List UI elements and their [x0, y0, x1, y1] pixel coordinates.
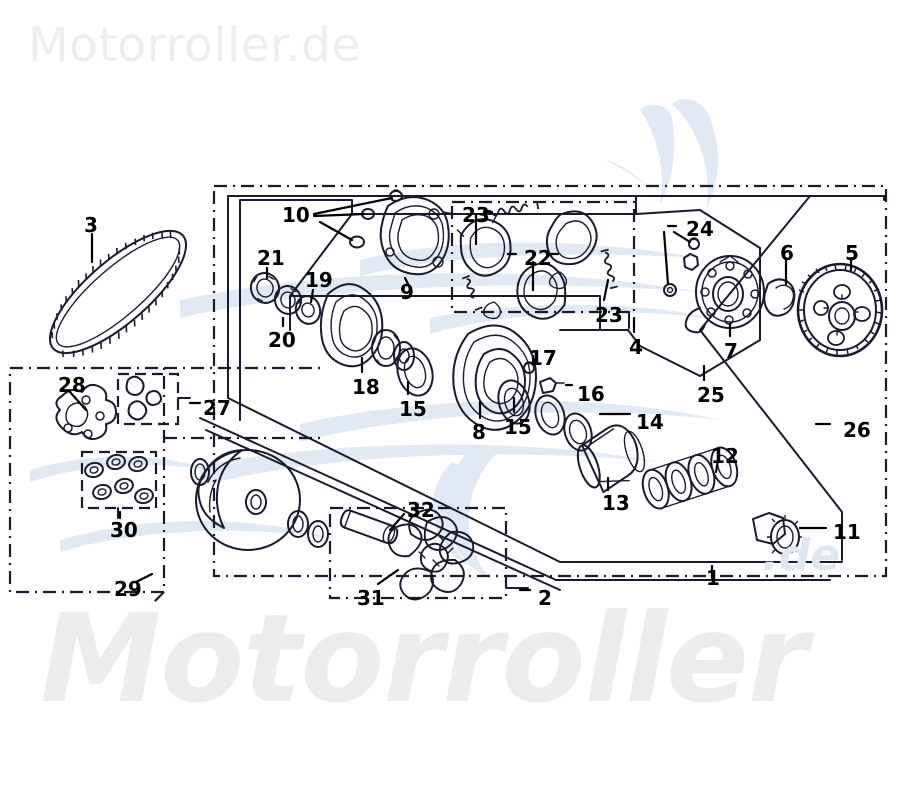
part-11-nut [752, 512, 802, 558]
callout-27: 27 [203, 396, 231, 420]
callout-9: 9 [400, 280, 414, 304]
part-15-washer-right [497, 379, 531, 425]
callout-31: 31 [357, 586, 385, 610]
group-boundary-2 [328, 506, 529, 600]
callout-16: 16 [577, 382, 605, 406]
callout-32: 32 [407, 498, 435, 522]
leader-lines [68, 196, 853, 592]
callout-17: 17 [529, 346, 557, 370]
part-13-collar [576, 424, 646, 494]
callout-29: 29 [114, 577, 142, 601]
callout-21: 21 [257, 246, 285, 270]
callout-14: 14 [636, 410, 664, 434]
part-9-clutch-plate [379, 196, 455, 276]
callout-13: 13 [602, 491, 630, 515]
shoe-fittings [482, 271, 568, 320]
callout-7: 7 [724, 339, 738, 363]
callout-20: 20 [268, 328, 296, 352]
callout-28: 28 [58, 373, 86, 397]
callout-18: 18 [352, 375, 380, 399]
callout-23: 23 [462, 203, 490, 227]
callout-15: 15 [399, 397, 427, 421]
part-24-nuts [663, 237, 700, 297]
main-case-outline [227, 195, 885, 563]
case-floor-edges [199, 417, 831, 591]
callout-4: 4 [629, 335, 643, 359]
group-boundary-30 [80, 450, 158, 519]
callout-2: 2 [538, 586, 552, 610]
callout-5: 5 [845, 241, 859, 265]
callout-19: 19 [305, 268, 333, 292]
callout-30: 30 [110, 518, 138, 542]
part-16-clip [539, 377, 565, 394]
callout-1: 1 [706, 566, 720, 590]
callout-23b: 23 [595, 303, 623, 327]
callout-11: 11 [833, 520, 861, 544]
callout-24: 24 [686, 217, 714, 241]
part-32-pin [339, 509, 399, 545]
part-21-20-19-washers [249, 272, 322, 325]
callout-8: 8 [472, 420, 486, 444]
part-22-clutch-shoes [456, 201, 618, 320]
group-boundary-1 [212, 184, 888, 578]
callout-12: 12 [711, 444, 739, 468]
group-boundary-27 [116, 372, 191, 426]
group-boundary-29 [8, 366, 326, 605]
right-panel-outline [627, 209, 761, 377]
part-23-springs [461, 201, 618, 312]
part-30-rollers [84, 453, 154, 505]
part-18-drive-face [319, 283, 415, 371]
watermark-top: Motorroller.de [28, 18, 361, 73]
callout-3: 3 [84, 213, 98, 237]
callout-25: 25 [697, 383, 725, 407]
callout-10: 10 [282, 203, 310, 227]
callout-6: 6 [780, 241, 794, 265]
part-5-clutch-bell [796, 262, 884, 358]
watermark-bottom: Motorroller [40, 588, 808, 730]
part-12-roller-weights [641, 446, 739, 510]
part-15-washer-left [396, 347, 434, 397]
group-boundary-4 [450, 200, 636, 329]
part-29-variator-pulley [190, 449, 329, 551]
part-31-cooling-fan [387, 508, 475, 601]
part-27-clips [125, 375, 162, 421]
part-14-washer [534, 394, 566, 436]
callout-26: 26 [843, 418, 871, 442]
callout-15b: 15 [504, 415, 532, 439]
watermark-corner-de: .de [762, 530, 841, 581]
callout-22: 22 [524, 246, 552, 270]
